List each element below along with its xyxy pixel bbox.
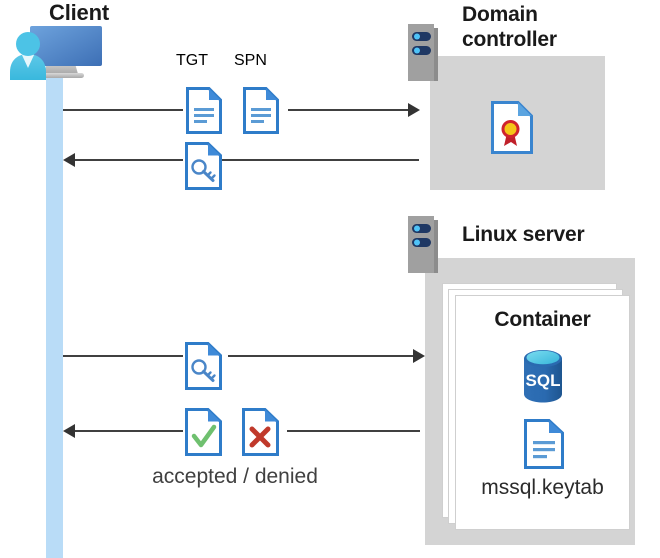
flow-4-arrowhead: [63, 424, 75, 438]
flow-1-arrowhead: [408, 103, 420, 117]
document-lines-icon: [243, 87, 279, 134]
document-lines-icon: [186, 87, 222, 134]
accepted-denied-caption: accepted / denied: [152, 465, 318, 488]
svg-text:SQL: SQL: [526, 371, 561, 390]
document-cross-icon: [242, 408, 279, 456]
user-monitor-icon: [8, 24, 110, 90]
client-lifeline: [46, 66, 63, 558]
spn-label: SPN: [234, 52, 267, 69]
server-rack-icon: [408, 24, 438, 86]
flow-4-line-right: [287, 430, 420, 432]
container-label: Container: [494, 308, 591, 331]
flow-1-line-left: [63, 109, 183, 111]
domain-controller-label: Domain controller: [462, 2, 652, 52]
certificate-document-icon: [491, 101, 533, 159]
container-card-front: [455, 295, 630, 530]
flow-2-line-right: [222, 159, 419, 161]
client-label: Client: [49, 0, 109, 25]
document-key-icon: [185, 142, 222, 190]
flow-3-line-left: [63, 355, 183, 357]
linux-server-label: Linux server: [462, 223, 585, 246]
document-lines-icon: [524, 419, 564, 469]
flow-3-arrowhead: [413, 349, 425, 363]
sql-database-icon: SQL: [519, 348, 567, 409]
document-key-icon: [185, 342, 222, 390]
keytab-filename-label: mssql.keytab: [481, 476, 604, 499]
flow-1-line-right: [288, 109, 408, 111]
document-check-icon: [185, 408, 222, 456]
tgt-label: TGT: [176, 52, 208, 69]
flow-4-line-left: [75, 430, 183, 432]
flow-2-arrowhead: [63, 153, 75, 167]
server-rack-icon: [408, 216, 438, 278]
domain-controller-label-line2: controller: [462, 28, 557, 51]
flow-3-line-right: [228, 355, 413, 357]
domain-controller-label-line1: Domain: [462, 3, 538, 26]
flow-2-line-left: [75, 159, 183, 161]
